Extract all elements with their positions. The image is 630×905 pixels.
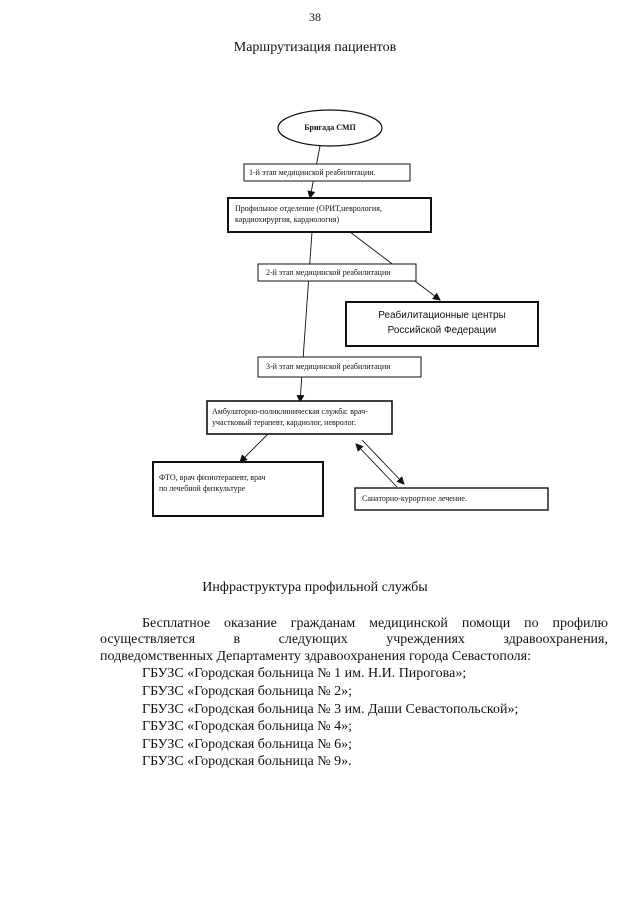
connector-outpatient-sanatorium-a [361, 439, 405, 485]
rehab-node-line2: Российской Федерации [387, 325, 497, 336]
page-number: 38 [309, 10, 321, 24]
stage2-box [257, 263, 417, 282]
outpatient-node-line2: участковый терапевт, кардиолог, невролог… [212, 418, 357, 427]
hospital-list-item: ГБУЗС «Городская больница № 6»; [142, 737, 353, 752]
stage3-box [257, 356, 422, 378]
paragraph-line3: подведомственных Департаменту здравоохра… [100, 649, 531, 664]
physio-node-shape [152, 461, 324, 517]
paragraph-line2: осуществляется в следующих учреждениях з… [100, 632, 608, 647]
profile-node-line2: кардиохирургия, кардиология) [235, 215, 340, 224]
routing-diagram [152, 109, 549, 517]
routing-heading: Маршрутизация пациентов [233, 40, 397, 55]
physio-node-line1: ФТО, врач физиотерапевт, врач [159, 473, 266, 482]
profile-node-label: Профильное отделение (ОРИТ,неврология, к… [235, 203, 429, 225]
hospital-list-item: ГБУЗС «Городская больница № 4»; [142, 719, 353, 734]
infrastructure-heading: Инфраструктура профильной службы [202, 580, 428, 595]
connector-outpatient-sanatorium-b [355, 443, 398, 488]
ambulance-node-label: Бригада СМП [304, 123, 356, 132]
hospital-list-item: ГБУЗС «Городская больница № 9». [142, 754, 352, 769]
stage3-label: 3-й этап медицинской реабилитации [266, 362, 391, 371]
stage2-label: 2-й этап медицинской реабилитации [266, 268, 391, 277]
outpatient-node-line1: Амбулаторно-поликлиническая служба: врач… [212, 407, 368, 416]
stage1-label: 1-й этап медицинской реабилитации. [249, 168, 376, 177]
physio-node-label: ФТО, врач физиотерапевт, врач по лечебно… [159, 472, 319, 494]
physio-node-line2: по лечебной физкультуре [159, 484, 246, 493]
outpatient-node-label: Амбулаторно-поликлиническая служба: врач… [212, 406, 390, 428]
hospital-list-item: ГБУЗС «Городская больница № 3 им. Даши С… [142, 702, 519, 717]
rehab-node-line1: Реабилитационные центры [378, 310, 506, 321]
rehab-node-shape [345, 301, 539, 347]
profile-node-shape [227, 197, 432, 233]
stage1-box [243, 163, 411, 182]
hospital-list-item: ГБУЗС «Городская больница № 2»; [142, 684, 353, 699]
outpatient-node-shape [206, 400, 393, 435]
sanatorium-node-shape [354, 487, 549, 511]
sanatorium-node-label: Санаторно-курортное лечение. [362, 494, 467, 503]
paragraph-line1: Бесплатное оказание гражданам медицинско… [142, 616, 608, 631]
profile-node-line1: Профильное отделение (ОРИТ,неврология, [235, 204, 382, 213]
ambulance-node-shape [277, 109, 383, 147]
connector-outpatient-physio [239, 433, 269, 463]
rehab-node-label: Реабилитационные центры Российской Федер… [346, 308, 538, 338]
hospital-list-item: ГБУЗС «Городская больница № 1 им. Н.И. П… [142, 666, 467, 681]
